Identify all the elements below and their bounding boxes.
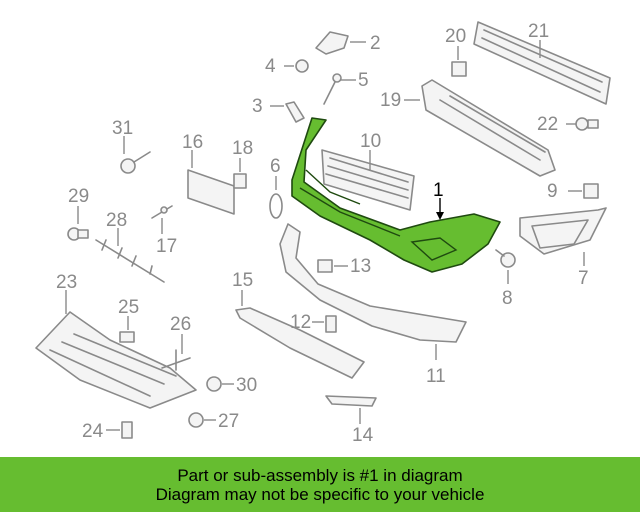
callout-14: 14 <box>352 425 374 446</box>
part-14-trim-strip[interactable] <box>325 395 377 424</box>
part-9-clip[interactable] <box>568 183 599 199</box>
part-1-bumper-cover[interactable] <box>291 117 501 273</box>
callout-27: 27 <box>218 411 239 432</box>
part-18-clip[interactable] <box>233 158 247 189</box>
part-11-lower-cover[interactable] <box>279 223 467 360</box>
part-26-bracket[interactable] <box>161 334 191 371</box>
part-13-clip[interactable] <box>317 259 348 273</box>
callout-26: 26 <box>170 314 191 335</box>
part-29-bolt[interactable] <box>67 206 89 241</box>
callout-17: 17 <box>156 236 177 257</box>
callout-18: 18 <box>232 138 253 159</box>
disclaimer-banner: Part or sub-assembly is #1 in diagram Di… <box>0 457 640 512</box>
part-16-license-bracket[interactable] <box>187 150 235 215</box>
callout-6: 6 <box>270 156 281 177</box>
callout-4: 4 <box>265 56 276 77</box>
part-22-bolt[interactable] <box>566 117 599 131</box>
part-15-skid-plate[interactable] <box>235 290 365 379</box>
callout-28: 28 <box>106 210 127 231</box>
part-30-nut[interactable] <box>206 376 234 392</box>
part-28-wiring-harness[interactable] <box>95 228 165 283</box>
disclaimer-line-2: Diagram may not be specific to your vehi… <box>155 484 485 504</box>
part-10-grille[interactable] <box>321 149 415 211</box>
disclaimer-line-1: Part or sub-assembly is #1 in diagram <box>177 465 463 485</box>
callout-24: 24 <box>82 421 104 442</box>
callout-3: 3 <box>252 96 263 117</box>
callout-23: 23 <box>56 272 77 293</box>
callout-12: 12 <box>290 312 311 333</box>
parts-diagram: 21 20 19 22 9 7 8 2 <box>35 21 611 446</box>
part-7-fog-lamp-bezel[interactable] <box>519 207 607 266</box>
part-21-reinforcement-beam[interactable] <box>473 21 611 105</box>
callout-15: 15 <box>232 270 253 291</box>
callout-8: 8 <box>502 288 513 309</box>
part-6-seal[interactable] <box>269 176 283 219</box>
part-25-clip[interactable] <box>119 316 135 343</box>
callout-22: 22 <box>537 114 558 135</box>
callout-30: 30 <box>236 375 257 396</box>
callout-29: 29 <box>68 186 89 207</box>
part-24-bolt[interactable] <box>106 421 133 439</box>
part-20-clip[interactable] <box>451 46 467 77</box>
part-2-bracket[interactable] <box>315 31 366 55</box>
callout-2: 2 <box>370 33 381 54</box>
callout-19: 19 <box>380 90 401 111</box>
callout-20: 20 <box>445 26 466 47</box>
arrow-1 <box>436 212 444 220</box>
callout-13: 13 <box>350 256 371 277</box>
part-17-pin[interactable] <box>151 205 173 234</box>
part-8-bolt[interactable] <box>495 249 516 284</box>
part-23-splash-shield[interactable] <box>35 290 197 409</box>
part-19-absorber[interactable] <box>404 79 556 177</box>
callout-7: 7 <box>578 268 589 289</box>
part-12-bolt[interactable] <box>312 315 337 333</box>
part-3-clip[interactable] <box>270 101 305 123</box>
callout-25: 25 <box>118 297 139 318</box>
callout-16: 16 <box>182 132 203 153</box>
part-31-bolt[interactable] <box>120 136 151 174</box>
callout-11: 11 <box>426 366 446 387</box>
callout-10: 10 <box>360 131 381 152</box>
callout-9: 9 <box>547 181 558 202</box>
part-27-nut[interactable] <box>188 412 216 428</box>
callout-1: 1 <box>433 180 444 201</box>
callout-31: 31 <box>112 118 133 139</box>
part-4-nut[interactable] <box>284 59 309 73</box>
callout-21: 21 <box>528 21 549 42</box>
part-5-push-pin[interactable] <box>323 73 356 105</box>
callout-5: 5 <box>358 70 369 91</box>
